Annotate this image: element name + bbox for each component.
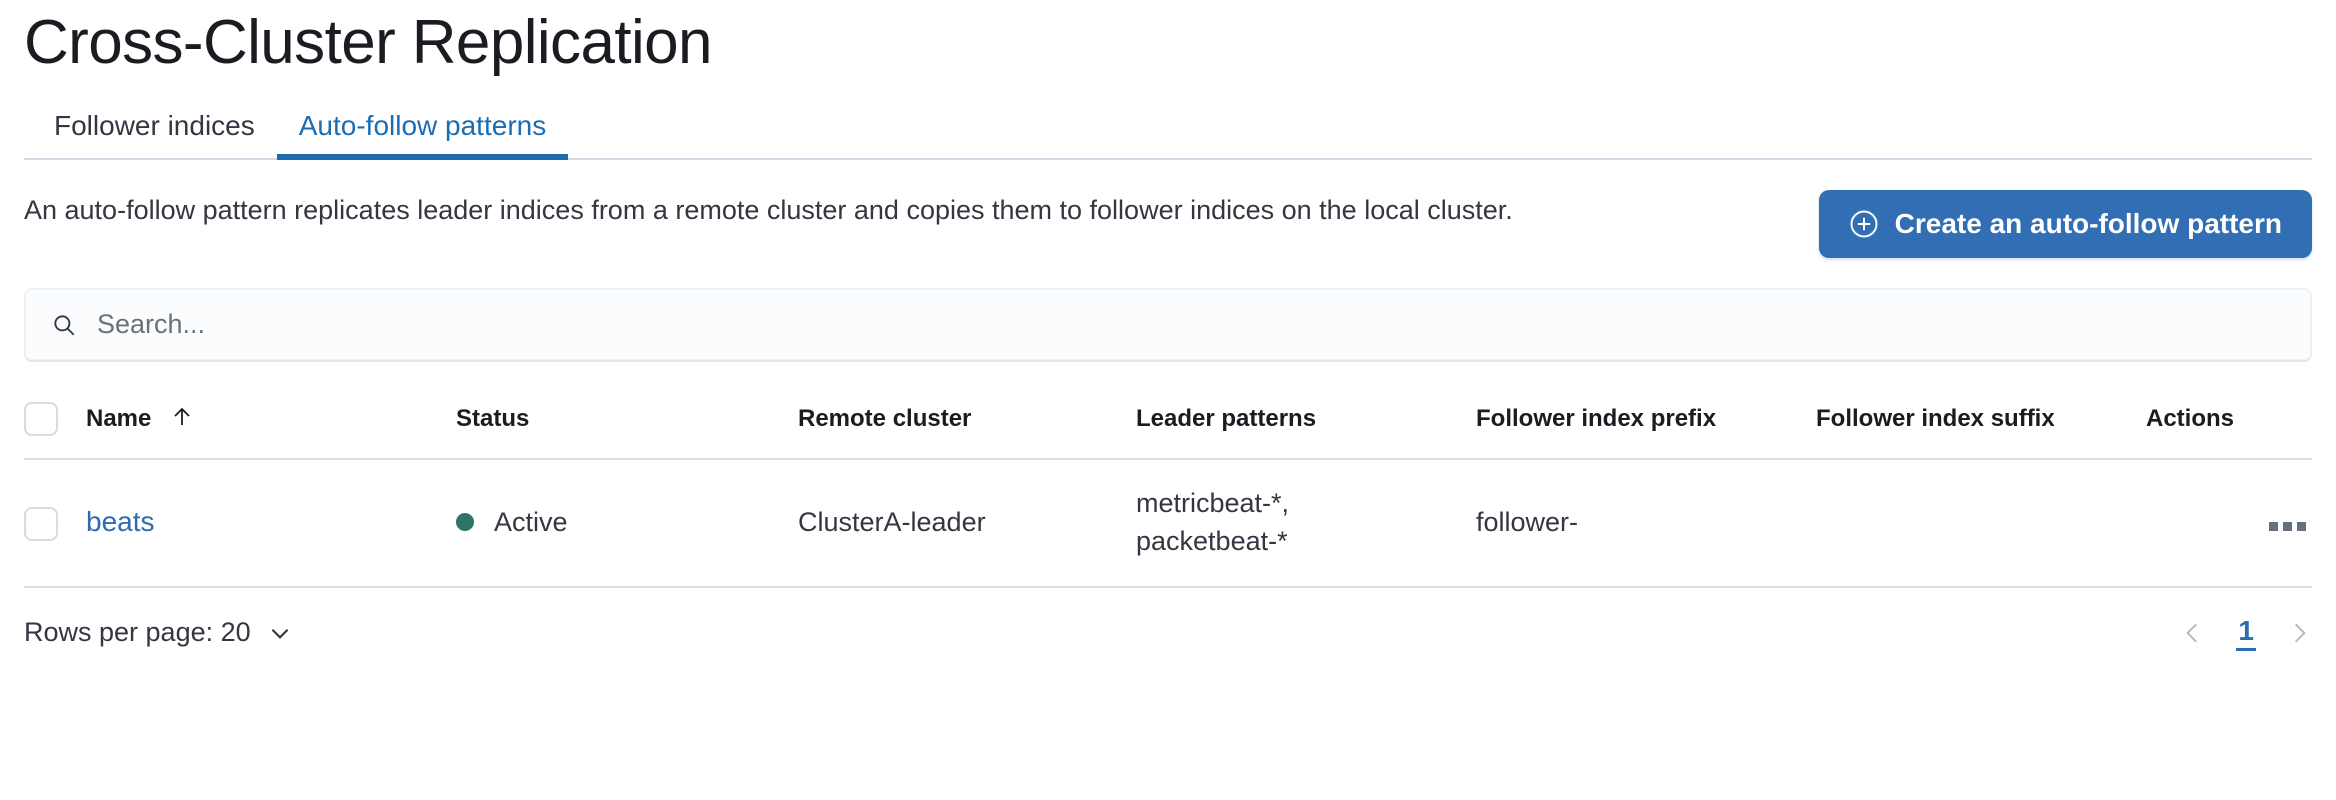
- search-icon: [51, 312, 77, 338]
- page-title: Cross-Cluster Replication: [24, 8, 712, 77]
- status-dot-icon: [456, 513, 474, 531]
- column-header-follower-index-prefix[interactable]: Follower index prefix: [1476, 388, 1816, 460]
- tab-follower-indices[interactable]: Follower indices: [24, 110, 277, 158]
- cell-follower-index-suffix: [1816, 459, 2146, 588]
- column-header-leader-patterns[interactable]: Leader patterns: [1136, 388, 1476, 460]
- page-description: An auto-follow pattern replicates leader…: [24, 195, 1513, 225]
- table-row: beats Active ClusterA-leader metricbeat-…: [24, 459, 2312, 588]
- column-header-actions: Actions: [2146, 388, 2312, 460]
- ellipsis-horizontal-icon[interactable]: [2263, 516, 2312, 537]
- create-auto-follow-pattern-button[interactable]: Create an auto-follow pattern: [1818, 190, 2312, 258]
- tab-auto-follow-patterns[interactable]: Auto-follow patterns: [276, 110, 569, 160]
- column-header-name[interactable]: Name: [86, 388, 456, 460]
- chevron-down-icon: [267, 620, 293, 646]
- select-all-header: [24, 388, 86, 460]
- select-all-checkbox[interactable]: [24, 402, 58, 436]
- tab-bar: Follower indices Auto-follow patterns: [24, 98, 2312, 160]
- status-label: Active: [494, 507, 568, 537]
- cell-status: Active: [456, 459, 798, 588]
- row-select-cell: [24, 459, 86, 588]
- create-button-label: Create an auto-follow pattern: [1894, 208, 2282, 239]
- page-number-1[interactable]: 1: [2236, 614, 2256, 651]
- column-header-remote-cluster[interactable]: Remote cluster: [798, 388, 1136, 460]
- column-header-status[interactable]: Status: [456, 388, 798, 460]
- pattern-name-link[interactable]: beats: [86, 506, 155, 537]
- plus-in-circle-icon: [1849, 209, 1879, 239]
- row-checkbox[interactable]: [24, 506, 58, 541]
- search-input[interactable]: [97, 309, 2285, 340]
- chevron-left-icon[interactable]: [2180, 618, 2206, 648]
- cell-remote-cluster: ClusterA-leader: [798, 459, 1136, 588]
- pagination: 1: [2180, 614, 2312, 651]
- cell-leader-patterns: metricbeat-*, packetbeat-*: [1136, 459, 1476, 588]
- rows-per-page-label: Rows per page: 20: [24, 617, 251, 647]
- cell-name: beats: [86, 459, 456, 588]
- chevron-right-icon[interactable]: [2286, 618, 2312, 648]
- column-header-follower-index-suffix[interactable]: Follower index suffix: [1816, 388, 2146, 460]
- table-footer: Rows per page: 20 1: [24, 614, 2312, 651]
- rows-per-page-selector[interactable]: Rows per page: 20: [24, 617, 293, 648]
- auto-follow-patterns-table: Name Status Remote cluster Leader patter…: [24, 388, 2312, 588]
- intro-row: An auto-follow pattern replicates leader…: [24, 188, 2312, 258]
- search-bar[interactable]: [24, 288, 2312, 362]
- arrow-up-icon: [170, 405, 194, 429]
- cell-follower-index-prefix: follower-: [1476, 459, 1816, 588]
- column-label-name: Name: [86, 405, 152, 432]
- table-header-row: Name Status Remote cluster Leader patter…: [24, 388, 2312, 460]
- cell-actions: [2146, 459, 2312, 588]
